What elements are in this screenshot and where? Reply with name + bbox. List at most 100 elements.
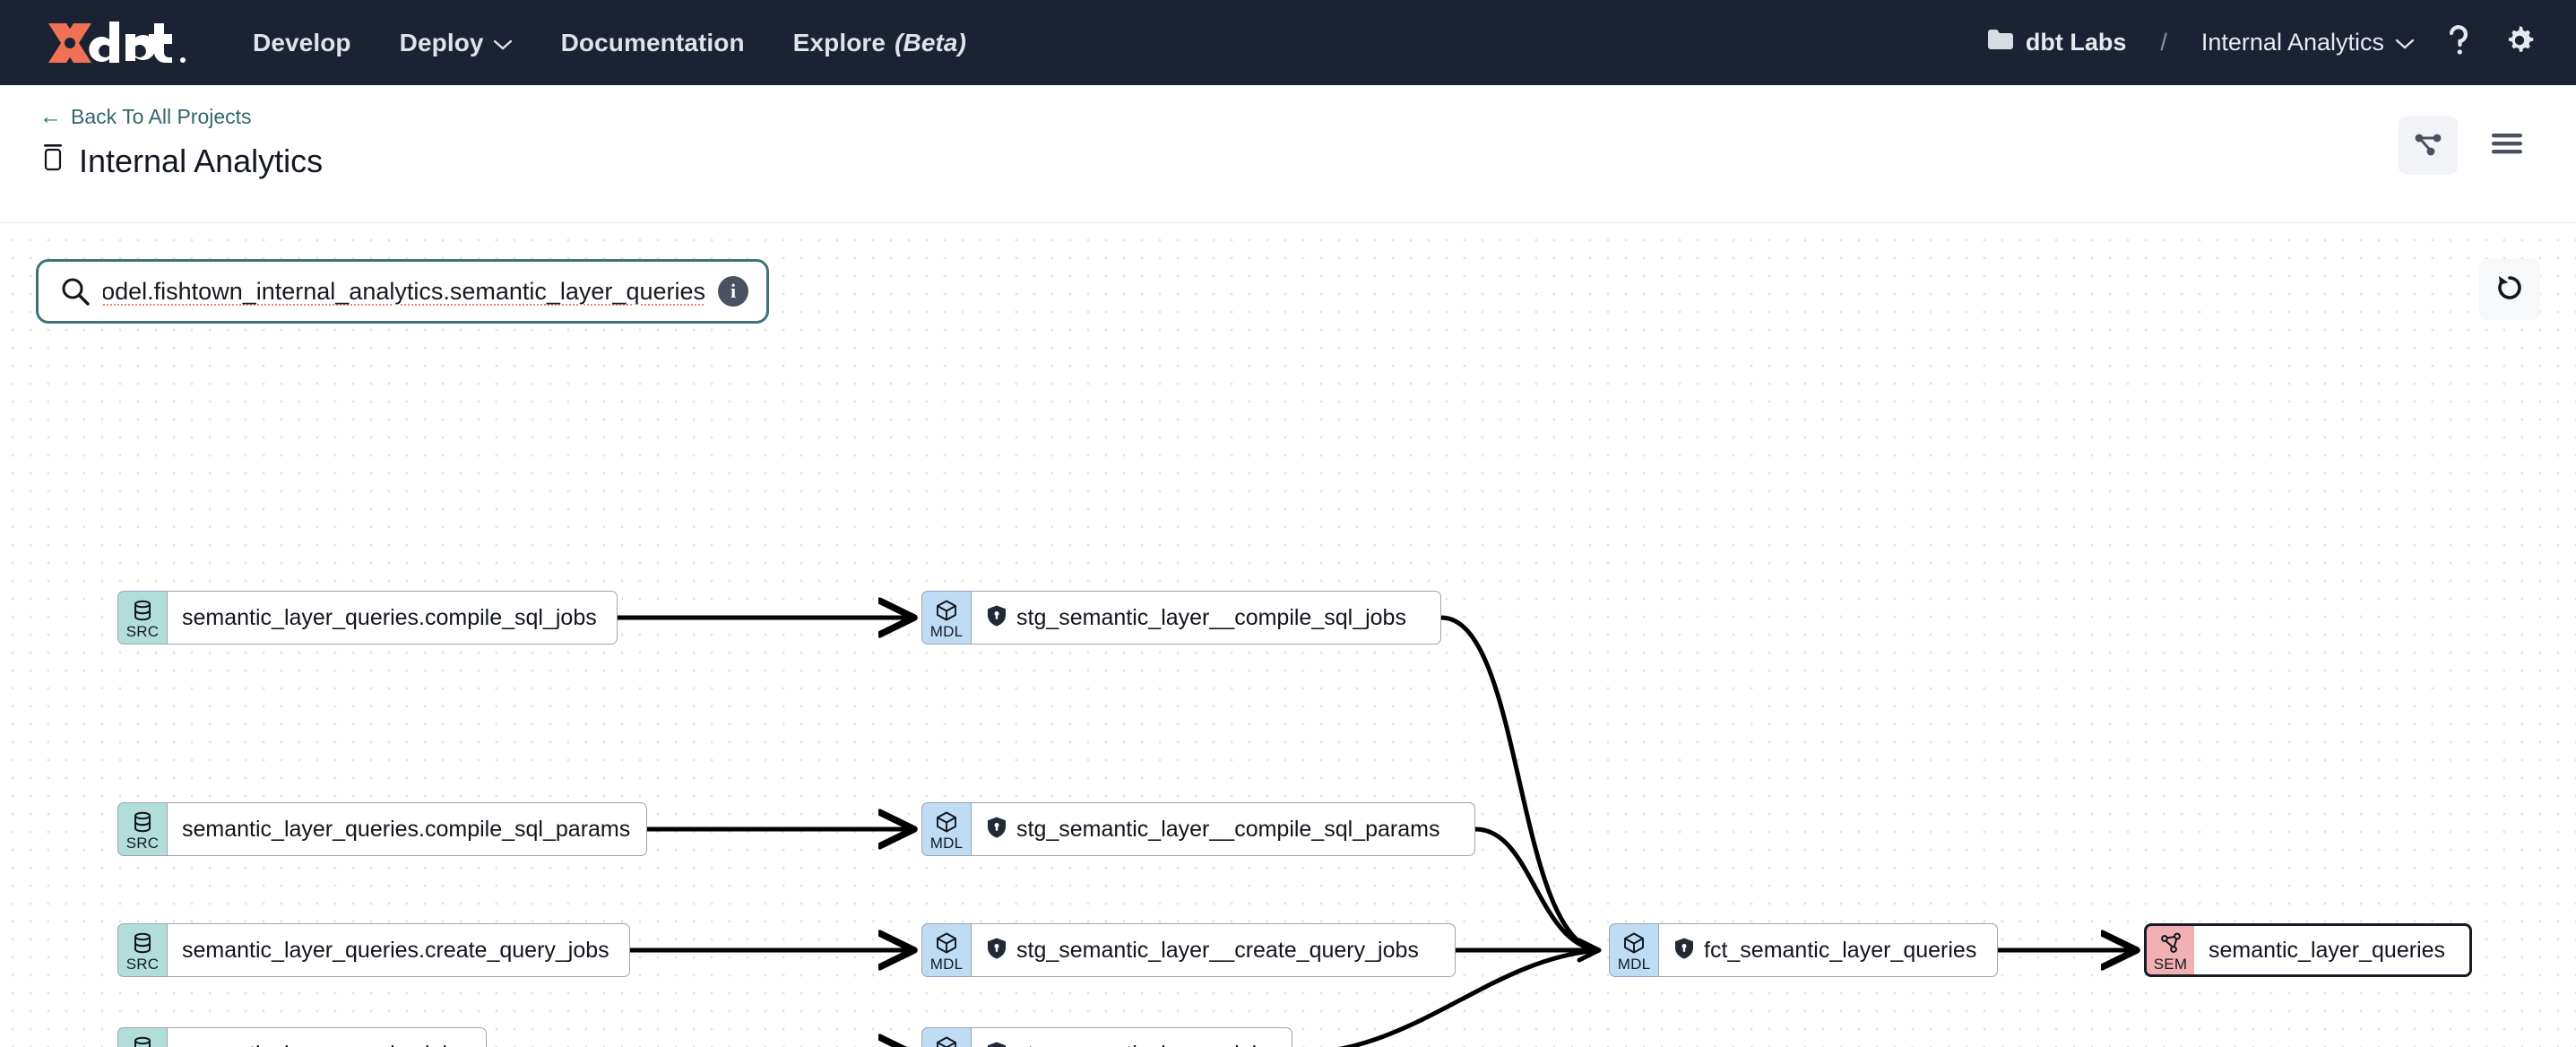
node-body[interactable]: stg_semantic_layer__jobs: [972, 1027, 1293, 1047]
cube-icon: [1622, 931, 1646, 955]
node-body[interactable]: fct_semantic_layer_queries: [1659, 923, 1998, 977]
project-name-label: Internal Analytics: [2200, 29, 2384, 56]
nav-link-deploy-label: Deploy: [399, 28, 484, 56]
node-type-label: SRC: [125, 834, 160, 852]
node-body[interactable]: stg_semantic_layer__create_query_jobs: [972, 923, 1456, 977]
graph-node-src3[interactable]: SRC semantic_layer_queries.create_query_j…: [117, 923, 630, 977]
database-icon: [131, 599, 154, 622]
lineage-canvas[interactable]: model.fishtown_internal_analytics.semant…: [0, 223, 2576, 1047]
node-type-label: MDL: [929, 622, 964, 640]
back-to-all-projects-label: Back To All Projects: [71, 105, 252, 128]
dbt-logo-icon: [39, 20, 194, 66]
node-search-box[interactable]: model.fishtown_internal_analytics.semant…: [36, 259, 769, 324]
node-type-badge-mdl: MDL: [921, 1027, 972, 1047]
gear-icon: [2503, 23, 2537, 62]
node-label: stg_semantic_layer__compile_sql_params: [1016, 816, 1440, 842]
database-icon: [131, 1035, 154, 1047]
nav-link-develop[interactable]: Develop: [253, 29, 351, 57]
reset-icon: [2494, 272, 2526, 308]
nav-link-documentation[interactable]: Documentation: [561, 29, 745, 57]
nav-link-explore[interactable]: Explore (Beta): [793, 29, 966, 57]
node-body[interactable]: semantic_layer_queries.compile_sql_jobs: [168, 591, 618, 645]
nav-link-deploy[interactable]: Deploy: [400, 29, 513, 57]
graph-node-mdl1[interactable]: MDL stg_semantic_layer__compile_sql_jobs: [921, 591, 1441, 645]
node-type-badge-mdl: MDL: [921, 802, 972, 856]
nav-link-documentation-label: Documentation: [560, 28, 745, 56]
page-title: Internal Analytics: [39, 142, 323, 180]
left-arrow-icon: ←: [39, 104, 62, 129]
node-type-badge-src: SRC: [117, 1027, 168, 1047]
nav-link-explore-label: Explore: [792, 28, 886, 56]
node-type-badge-src: SRC: [117, 923, 168, 977]
search-input[interactable]: model.fishtown_internal_analytics.semant…: [103, 278, 705, 306]
node-type-badge-mdl: MDL: [921, 923, 972, 977]
node-body[interactable]: semantic_layer_queries.jobs: [168, 1027, 487, 1047]
graph-node-src2[interactable]: SRC semantic_layer_queries.compile_sql_pa…: [117, 802, 648, 856]
node-label: stg_semantic_layer__jobs: [1016, 1042, 1275, 1047]
question-mark-icon: [2445, 22, 2472, 63]
header-left: ← Back To All Projects Internal Analytic…: [39, 105, 323, 180]
edge-mdl2-fct: [1474, 826, 1601, 953]
graph-node-mdl2[interactable]: MDL stg_semantic_layer__compile_sql_param…: [921, 802, 1475, 856]
semantic-graph-icon: [2159, 931, 2183, 955]
node-body[interactable]: stg_semantic_layer__compile_sql_params: [972, 802, 1475, 856]
node-type-label: SRC: [125, 955, 160, 973]
folder-icon: [1987, 28, 2014, 57]
cube-icon: [935, 599, 958, 622]
org-name-label: dbt Labs: [2025, 29, 2127, 56]
top-navigation-bar: Develop Deploy Documentation Explore (Be…: [0, 0, 2576, 85]
node-label: stg_semantic_layer__compile_sql_jobs: [1016, 604, 1406, 630]
org-breadcrumb[interactable]: dbt Labs: [1987, 28, 2127, 57]
node-type-badge-src: SRC: [117, 802, 168, 856]
edge-mdl1-fct: [1440, 615, 1601, 953]
node-body[interactable]: semantic_layer_queries: [2194, 923, 2472, 977]
info-icon-glyph: i: [730, 280, 737, 302]
node-body[interactable]: stg_semantic_layer__compile_sql_jobs: [972, 591, 1441, 645]
nav-link-develop-label: Develop: [253, 28, 351, 56]
node-body[interactable]: semantic_layer_queries.compile_sql_param…: [168, 802, 648, 856]
node-type-badge-sem: SEM: [2144, 923, 2194, 977]
view-mode-toggle: [2399, 105, 2537, 175]
chevron-down-icon: [2395, 29, 2415, 56]
page-title-label: Internal Analytics: [79, 142, 324, 179]
node-type-badge-mdl: MDL: [1609, 923, 1659, 977]
node-label: semantic_layer_queries.create_query_jobs: [182, 937, 609, 963]
node-label: stg_semantic_layer__create_query_jobs: [1016, 937, 1419, 963]
lineage-view-button[interactable]: [2399, 116, 2458, 175]
node-body[interactable]: semantic_layer_queries.create_query_jobs: [168, 923, 630, 977]
primary-nav-links: Develop Deploy Documentation Explore (Be…: [253, 29, 966, 57]
cube-icon: [935, 1035, 958, 1047]
node-label: semantic_layer_queries.compile_sql_param…: [182, 816, 631, 842]
arrowhead-into-fct: [1577, 938, 1602, 963]
cube-icon: [935, 931, 958, 955]
node-type-badge-mdl: MDL: [921, 591, 972, 645]
graph-node-fct[interactable]: MDL fct_semantic_layer_queries: [1609, 923, 1998, 977]
nav-right-cluster: dbt Labs / Internal Analytics: [1987, 22, 2537, 63]
cube-icon: [935, 810, 958, 834]
private-shield-icon: [1673, 937, 1695, 965]
graph-node-mdl4[interactable]: MDL stg_semantic_layer__jobs: [921, 1027, 1293, 1047]
list-view-button[interactable]: [2477, 116, 2537, 175]
graph-node-mdl3[interactable]: MDL stg_semantic_layer__create_query_jobs: [921, 923, 1456, 977]
settings-button[interactable]: [2503, 23, 2537, 62]
project-selector[interactable]: Internal Analytics: [2201, 29, 2415, 56]
reset-view-button[interactable]: [2479, 259, 2540, 320]
private-shield-icon: [986, 816, 1007, 844]
node-label: semantic_layer_queries.compile_sql_jobs: [182, 604, 597, 630]
chevron-down-icon: [493, 29, 513, 57]
explore-beta-badge: (Beta): [895, 28, 967, 56]
help-button[interactable]: [2445, 22, 2472, 63]
dbt-logo[interactable]: [39, 20, 194, 66]
search-icon: [60, 276, 91, 307]
info-icon[interactable]: i: [718, 276, 748, 307]
private-shield-icon: [986, 1041, 1007, 1047]
private-shield-icon: [986, 937, 1007, 965]
back-to-all-projects-link[interactable]: ← Back To All Projects: [39, 105, 323, 129]
database-icon: [39, 142, 66, 180]
breadcrumb-separator: /: [2160, 29, 2167, 56]
node-label: fct_semantic_layer_queries: [1704, 937, 1977, 963]
node-type-label: MDL: [929, 834, 964, 852]
